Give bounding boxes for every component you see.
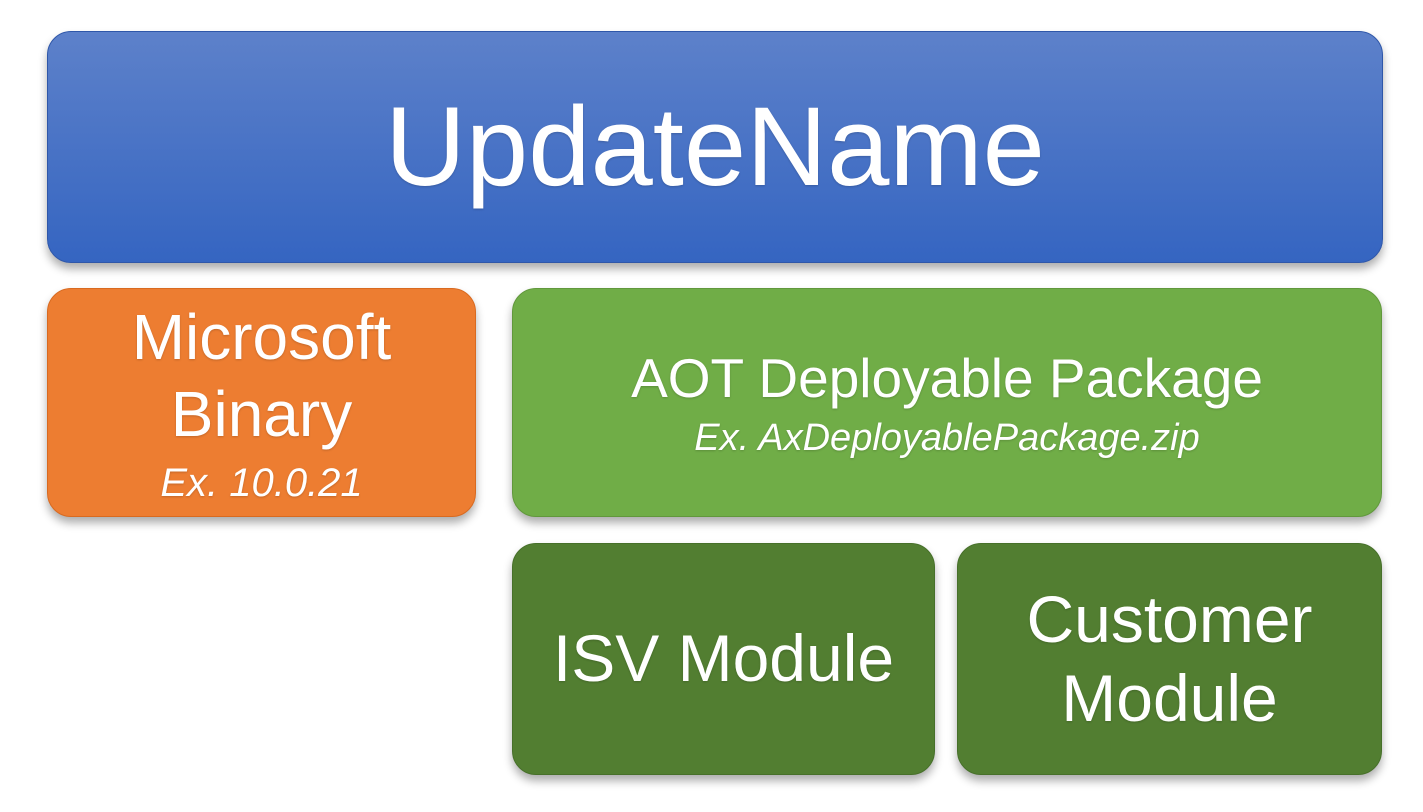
customer-module-label: Customer Module bbox=[1026, 581, 1313, 735]
customer-module-box: Customer Module bbox=[957, 543, 1382, 775]
isv-module-label: ISV Module bbox=[552, 621, 895, 696]
isv-module-box: ISV Module bbox=[512, 543, 935, 775]
microsoft-binary-box: Microsoft Binary Ex. 10.0.21 bbox=[47, 288, 476, 517]
microsoft-binary-label: Microsoft Binary bbox=[131, 301, 392, 450]
aot-deployable-package-label: AOT Deployable Package bbox=[631, 347, 1263, 409]
aot-deployable-package-example: Ex. AxDeployablePackage.zip bbox=[694, 417, 1200, 459]
aot-deployable-package-box: AOT Deployable Package Ex. AxDeployableP… bbox=[512, 288, 1382, 517]
update-name-label: UpdateName bbox=[385, 84, 1045, 210]
update-name-box: UpdateName bbox=[47, 31, 1383, 263]
microsoft-binary-example: Ex. 10.0.21 bbox=[160, 460, 363, 505]
